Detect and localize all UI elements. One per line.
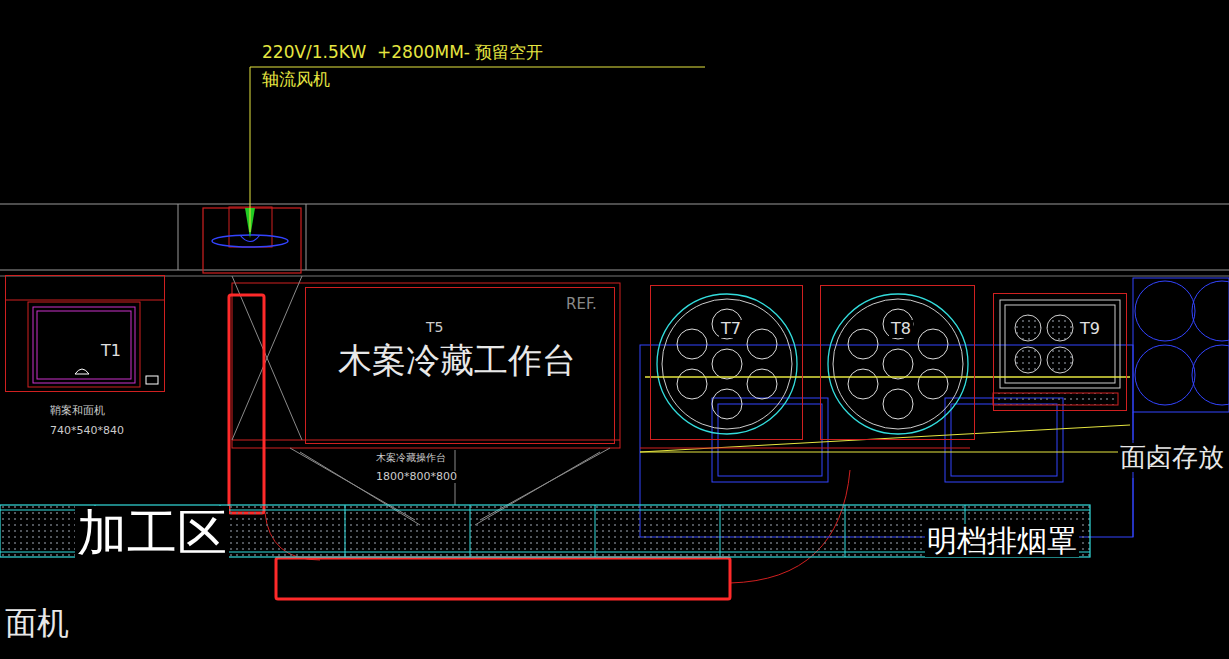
area-label: 面机 [5, 606, 69, 641]
equipment-box: T1 [5, 275, 165, 392]
equipment-box: T9 [993, 293, 1127, 411]
callout-number: T8 [889, 320, 913, 338]
area-label: 面卤存放 [1118, 443, 1226, 472]
area-label: 加工区 [75, 506, 229, 561]
axial-fan [203, 207, 301, 273]
area-label: 明档排烟罩 [925, 524, 1079, 557]
electrical-note: 220V/1.5KW +2800MM- 预留空开 [262, 43, 543, 62]
equipment-name: 鞘案和面机 [50, 405, 105, 417]
equipment-name: 轴流风机 [262, 70, 330, 89]
equipment-box: T8 [820, 285, 975, 440]
mixer-detail [5, 300, 165, 387]
equipment-box: T7 [650, 285, 803, 440]
leader-line [250, 67, 705, 232]
walls [0, 204, 1229, 276]
equipment-name: 木案冷藏操作台 [374, 452, 448, 463]
dimension: 740*540*840 [50, 425, 124, 437]
callout-number: T9 [1078, 320, 1102, 338]
callout-number: T1 [101, 342, 121, 360]
callout-number: T7 [719, 320, 743, 338]
stove-units [640, 278, 1229, 537]
dimension: 1800*800*800 [374, 471, 459, 483]
equipment-name: 木案冷藏工作台 [336, 342, 578, 379]
reference-mark: REF. [566, 296, 597, 313]
callout-number: T5 [426, 320, 443, 335]
